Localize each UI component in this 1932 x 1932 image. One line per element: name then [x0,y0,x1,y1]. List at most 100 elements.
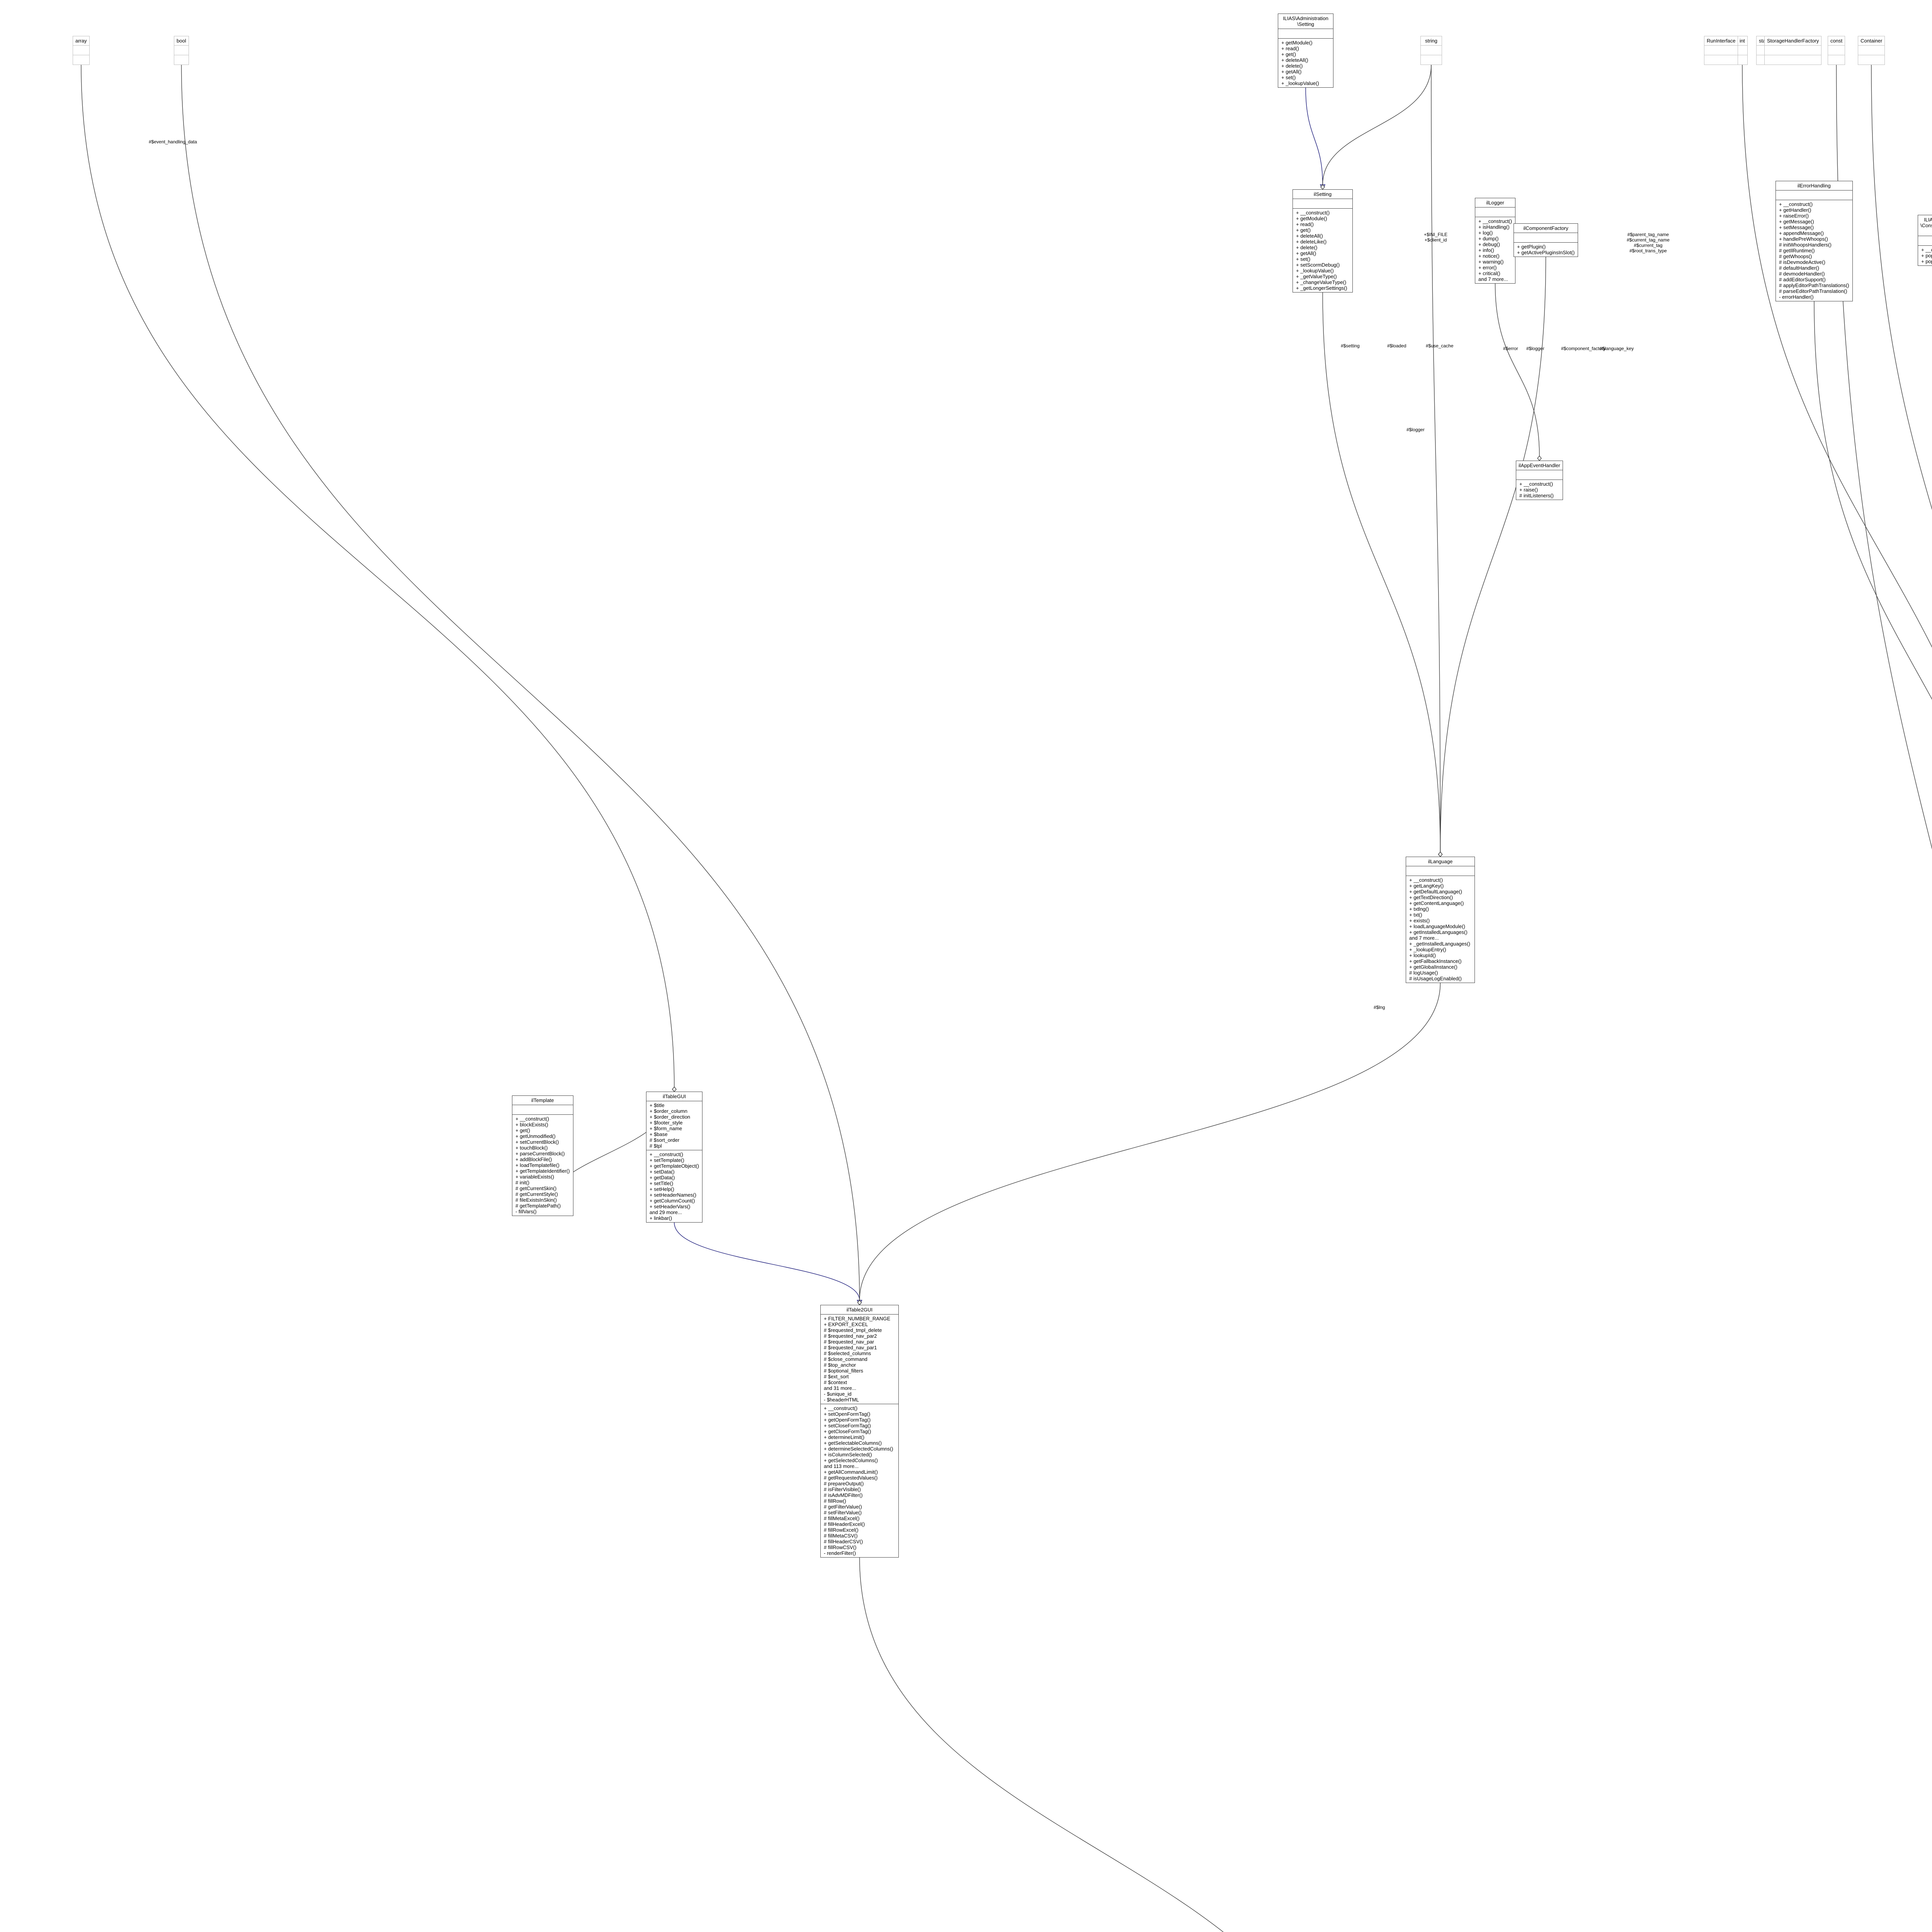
class-name: string [1421,36,1442,46]
edge-label: #$error [1503,346,1518,351]
class-box-bool[interactable]: bool [174,36,189,65]
class-attributes [1516,470,1563,480]
class-operations: + getModule()+ read()+ get()+ deleteAll(… [1278,39,1333,87]
class-box-illogger[interactable]: ilLogger+ __construct()+ isHandling()+ l… [1475,198,1516,284]
edge-label: #$component_factory [1561,346,1606,351]
operation-row: + blockExists() [515,1122,548,1128]
class-name: ILIAS\Administration \Setting [1278,14,1333,29]
operation-row: + getContentLanguage() [1409,900,1464,906]
class-box-array[interactable]: array [73,36,90,65]
operation-row: + __construct() [1921,247,1932,253]
operation-row: # fillRowCSV() [824,1544,857,1550]
class-name: ilLanguage [1406,857,1475,866]
operation-row: # fillHeaderCSV() [824,1539,863,1544]
attribute-row: # $top_anchor [824,1362,856,1368]
operation-row: # logUsage() [1409,970,1438,976]
operation-row: + read() [1296,221,1314,227]
operation-row: + _getLongerSettings() [1296,285,1347,291]
class-box-iltemplate[interactable]: ilTemplate+ __construct()+ blockExists()… [512,1095,573,1216]
operation-row: + setTemplate() [650,1157,684,1163]
operation-row: # init() [515,1180,530,1185]
class-attributes [73,46,89,55]
operation-row: and 113 more... [824,1463,859,1469]
operation-row: + dump() [1478,236,1499,242]
operation-row: + _lookupEntry() [1409,947,1446,952]
class-attributes [512,1105,573,1115]
edge-label: #$language_key [1600,346,1634,351]
attribute-row: # $ext_sort [824,1374,849,1379]
class-box-int[interactable]: int [1737,36,1748,65]
operation-row: # isUsageLogEnabled() [1409,976,1462,981]
operation-row: + __construct() [1779,201,1813,207]
operation-row: # fillRow() [824,1498,846,1504]
class-box-setting_iface[interactable]: ILIAS\Administration \Setting + getModule… [1278,14,1333,88]
operation-row: + deleteAll() [1296,233,1323,239]
class-box-ilerrorhandling[interactable]: ilErrorHandling + __construct()+ getHandl… [1776,181,1853,301]
class-box-container[interactable]: Container [1858,36,1885,65]
operation-row: # initWhoopsHandlers() [1779,242,1832,248]
operation-row: + getSelectableColumns() [824,1440,882,1446]
operation-row: # initListeners() [1519,493,1554,498]
class-operations: + __construct()+ populateRevision()+ pop… [1918,246,1932,265]
operation-row: + setData() [650,1169,675,1175]
class-operations [1421,55,1442,65]
operation-row: + notice() [1478,253,1500,259]
class-name: const [1828,36,1845,46]
class-name: ilTable2GUI [821,1305,898,1315]
class-attributes [1421,46,1442,55]
class-attributes [1278,29,1333,39]
class-name: ilTemplate [512,1096,573,1105]
class-box-streamaccess[interactable]: ILIAS\LegalDocuments \Consumer\StreamAcc… [1918,215,1932,266]
attribute-row: # $close_command [824,1356,867,1362]
edge-label: #$lng [1374,1005,1385,1010]
operation-row: + getTextDirection() [1409,895,1453,900]
operation-row: + set() [1281,75,1296,80]
class-name: ilErrorHandling [1776,181,1852,190]
class-operations: + __construct()+ getModule()+ read()+ ge… [1293,209,1352,292]
operation-row: + get() [1296,227,1311,233]
operation-row: # getWhoops() [1779,253,1812,259]
operation-row: + lookupId() [1409,952,1436,958]
operation-row: # fillMetaExcel() [824,1515,860,1521]
class-box-ilappeventhandler[interactable]: ilAppEventHandler+ __construct()+ raise(… [1516,461,1563,500]
class-attributes [1514,233,1578,243]
class-attributes: + FILTER_NUMBER_RANGE+ EXPORT_EXCEL# $re… [821,1315,898,1404]
class-box-const[interactable]: const [1828,36,1845,65]
class-box-string[interactable]: string [1420,36,1442,65]
operation-row: + getActivePluginsInSlot() [1517,250,1575,255]
class-box-iltable2gui[interactable]: ilTable2GUI+ FILTER_NUMBER_RANGE+ EXPORT… [820,1305,899,1558]
class-operations: + __construct()+ getHandler()+ raiseErro… [1776,200,1852,301]
class-operations [174,55,189,65]
operation-row: + raiseError() [1779,213,1809,219]
class-box-ilcomponentfactory[interactable]: ilComponentFactory+ getPlugin()+ getActi… [1514,223,1578,257]
attribute-row: + $order_direction [650,1114,690,1120]
operation-row: # parseEditorPathTranslation() [1779,288,1847,294]
operation-row: + getTemplateObject() [650,1163,699,1169]
operation-row: + getGlobalInstance() [1409,964,1458,970]
attribute-row: # $sort_order [650,1137,680,1143]
operation-row: + loadTemplatefile() [515,1162,560,1168]
operation-row: - fillVars() [515,1209,537,1214]
edge-label: #$logger [1526,346,1544,351]
operation-row: + touchBlock() [515,1145,548,1151]
class-operations: + __construct()+ raise()# initListeners(… [1516,480,1563,500]
operation-row: # getCurrentSkin() [515,1185,557,1191]
attribute-row: - $headerHTML [824,1397,859,1403]
operation-row: + appendMessage() [1779,230,1824,236]
operation-row: + getHandler() [1779,207,1811,213]
operation-row: + _getValueType() [1296,274,1337,279]
class-box-runinterface[interactable]: RunInterface [1704,36,1738,65]
attribute-row: # $optional_filters [824,1368,863,1374]
class-box-illanguage[interactable]: ilLanguage+ __construct()+ getLangKey()+… [1406,857,1475,983]
class-box-iltablegui[interactable]: ilTableGUI+ $title+ $order_column+ $orde… [646,1092,703,1223]
operation-row: + __construct() [1478,218,1512,224]
operation-row: + determineLimit() [824,1434,865,1440]
class-operations [1858,55,1884,65]
operation-row: and 7 more... [1409,935,1439,941]
operation-row: + info() [1478,247,1494,253]
class-box-ilsetting[interactable]: ilSetting+ __construct()+ getModule()+ r… [1293,189,1353,293]
operation-row: + _changeValueType() [1296,279,1347,285]
operation-row: + getModule() [1281,40,1313,46]
class-box-storagehandlerfactory[interactable]: StorageHandlerFactory [1764,36,1822,65]
class-attributes [1704,46,1738,55]
